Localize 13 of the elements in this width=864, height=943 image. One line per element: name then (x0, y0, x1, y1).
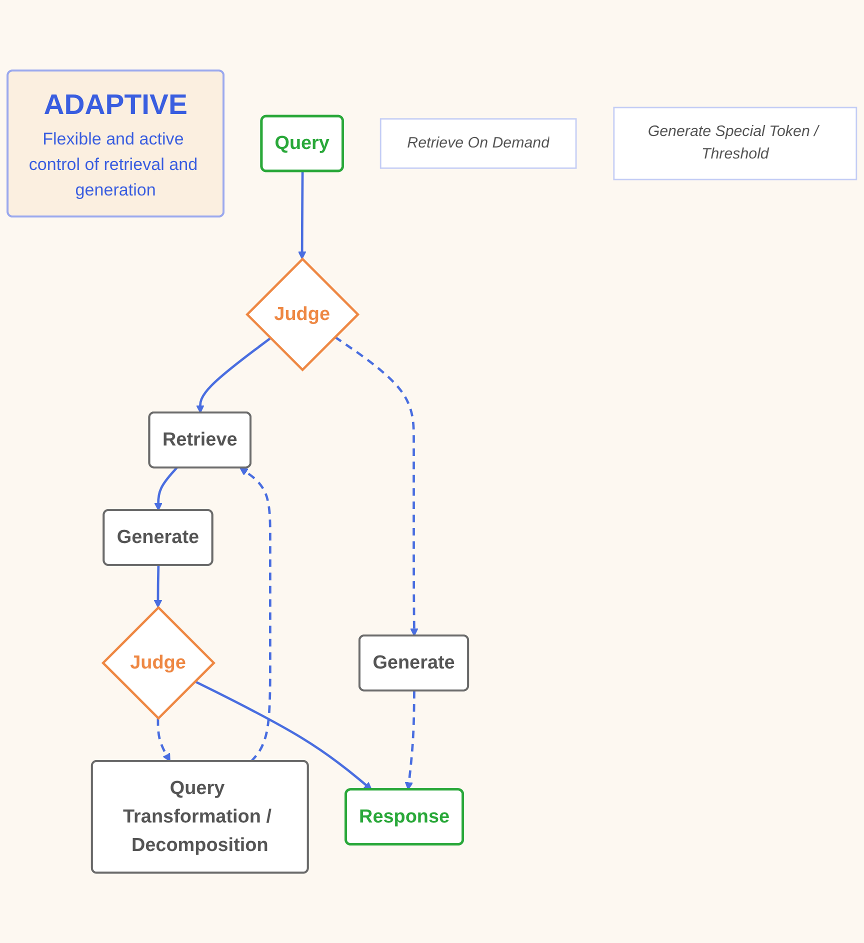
arrow (154, 466, 178, 511)
node-diamond: Judge (246, 257, 360, 372)
arrow (240, 467, 272, 762)
arrow (334, 336, 418, 636)
arrow (196, 337, 272, 414)
arrow (404, 690, 416, 790)
node-diamond: Judge (101, 606, 216, 720)
node-box: Generate Special Token / Threshold (613, 106, 858, 180)
node-box: Retrieve On Demand (380, 118, 577, 169)
arrow (194, 680, 372, 790)
arrow (154, 565, 162, 608)
arrow (156, 718, 170, 762)
arrow (298, 171, 306, 260)
